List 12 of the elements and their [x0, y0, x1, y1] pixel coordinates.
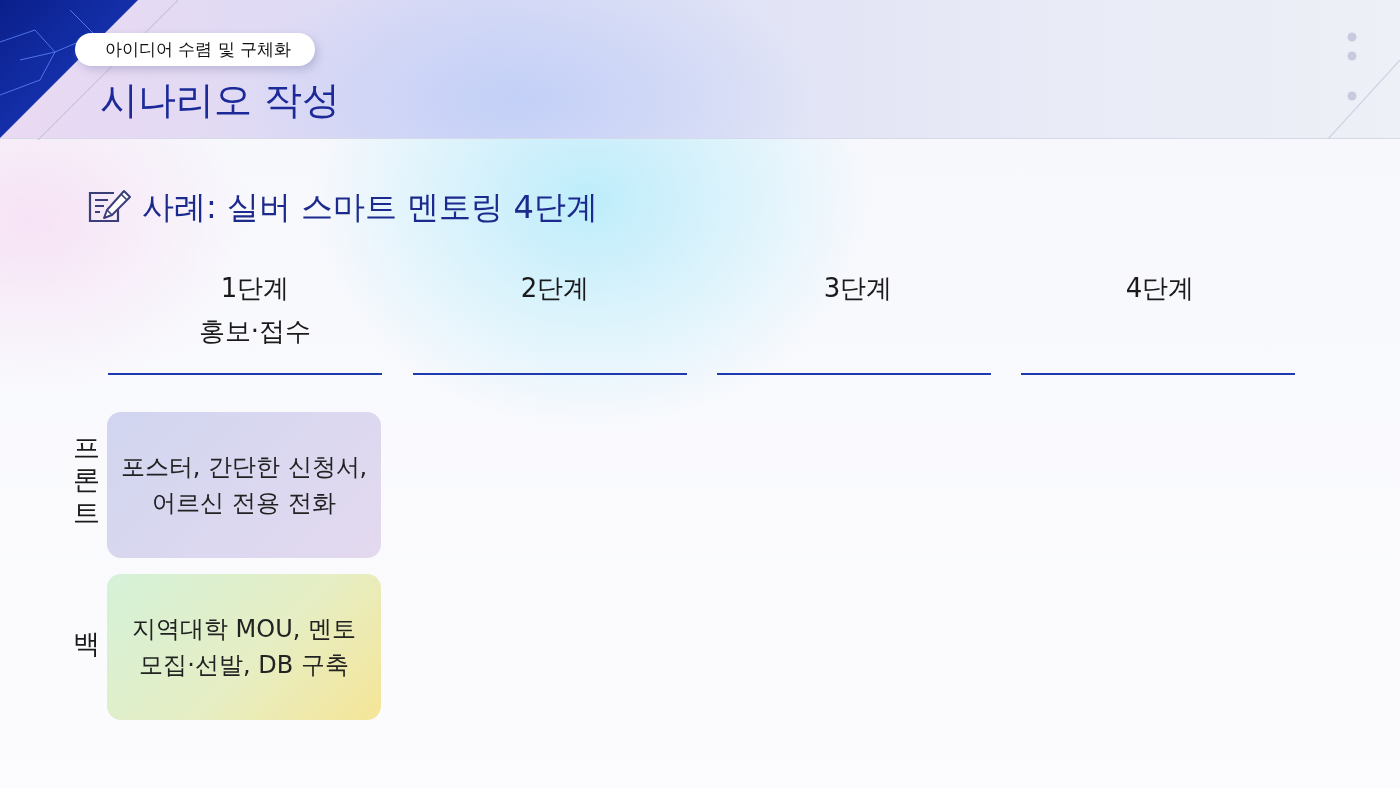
stage-heading: 3단계 — [822, 272, 894, 305]
section-heading: 사례: 실버 스마트 멘토링 4단계 — [142, 187, 598, 227]
row-label: 프론트 — [71, 432, 101, 530]
stage-name: 홍보·접수 — [197, 315, 313, 348]
slide-title: 시나리오 작성 — [100, 78, 341, 124]
section-tag: 아이디어 수렴 및 구체화 — [75, 33, 315, 66]
back-card: 지역대학 MOU, 멘토 모집·선발, DB 구축 — [107, 574, 381, 720]
row-label: 백 — [71, 628, 101, 661]
front-card: 포스터, 간단한 신청서, 어르신 전용 전화 — [107, 412, 381, 558]
stage-heading: 1단계 — [219, 272, 291, 305]
stage-heading: 2단계 — [519, 272, 591, 305]
stage-heading: 4단계 — [1124, 272, 1196, 305]
